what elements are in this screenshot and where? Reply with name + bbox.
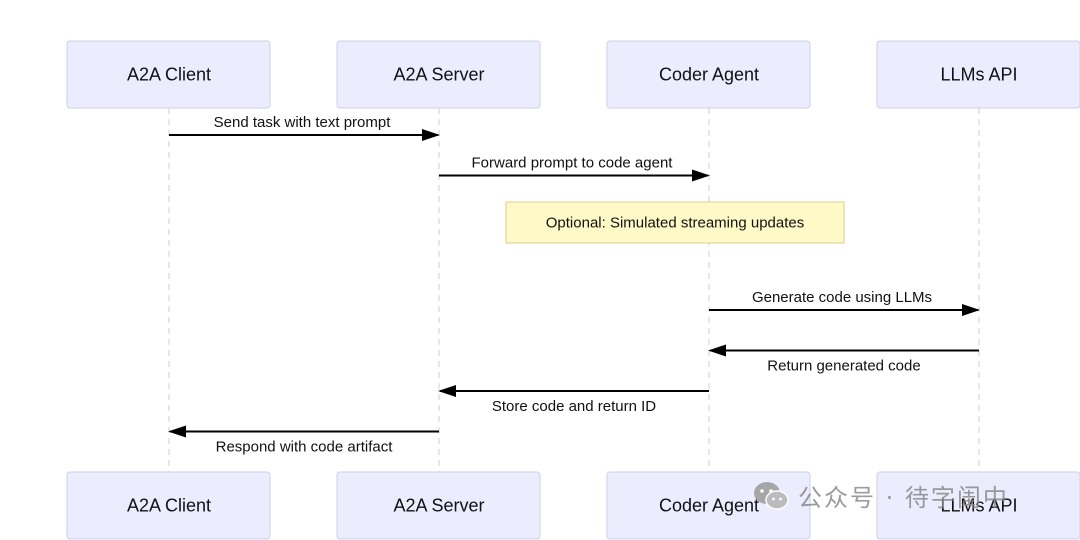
actor-llm-top: LLMs API (876, 40, 1080, 109)
actor-box (606, 40, 811, 109)
message-return-generated-code: Return generated code (708, 344, 979, 375)
message-send-task-with-text-prompt: Send task with text prompt (169, 114, 440, 141)
actor-label: LLMs API (940, 65, 1017, 85)
note-box (505, 201, 845, 244)
message-label: Send task with text prompt (214, 114, 392, 131)
note-text: Optional: Simulated streaming updates (546, 215, 804, 232)
actor-server-bottom: A2A Server (336, 471, 541, 540)
watermark: 公众号 · 待字闺中 (752, 478, 1009, 513)
actor-box (336, 40, 541, 109)
actor-box (876, 40, 1080, 109)
message-store-code-and-return-id: Store code and return ID (438, 385, 709, 415)
actor-client-bottom: A2A Client (66, 471, 271, 540)
message-label: Respond with code artifact (216, 439, 394, 456)
actor-box (66, 40, 271, 109)
message-label: Generate code using LLMs (752, 289, 932, 306)
actor-label: LLMs API (940, 496, 1017, 516)
note: Optional: Simulated streaming updates (505, 201, 845, 244)
actor-llm-bottom: LLMs API (876, 471, 1080, 540)
message-label: Return generated code (767, 358, 920, 375)
actor-label: Coder Agent (659, 65, 759, 85)
message-label: Forward prompt to code agent (472, 155, 674, 172)
message-forward-prompt-to-code-agent: Forward prompt to code agent (439, 155, 710, 182)
actor-client-top: A2A Client (66, 40, 271, 109)
actor-box (876, 471, 1080, 540)
actor-label: A2A Server (393, 496, 484, 516)
message-label: Store code and return ID (492, 398, 656, 415)
actor-label: A2A Client (127, 65, 211, 85)
actor-label: Coder Agent (659, 496, 759, 516)
actor-label: A2A Server (393, 65, 484, 85)
actor-coder-top: Coder Agent (606, 40, 811, 109)
actor-box (66, 471, 271, 540)
actor-box (336, 471, 541, 540)
watermark-text: 公众号 · 待字闺中 (798, 484, 1009, 512)
message-generate-code-using-llms: Generate code using LLMs (709, 289, 980, 316)
wechat-icon (754, 481, 789, 510)
actor-server-top: A2A Server (336, 40, 541, 109)
message-respond-with-code-artifact: Respond with code artifact (168, 425, 439, 456)
actor-label: A2A Client (127, 496, 211, 516)
